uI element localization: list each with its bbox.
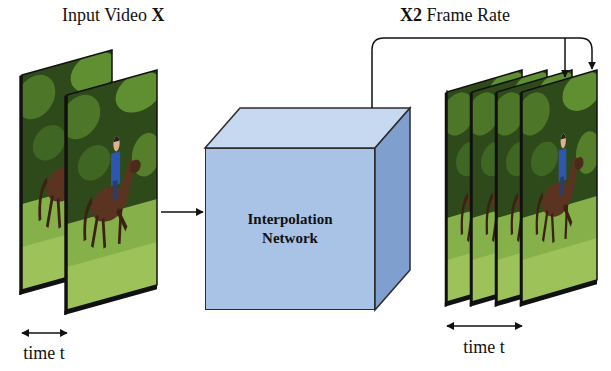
video-frame: [517, 67, 602, 308]
frame-outline: [447, 90, 448, 92]
box-side-face: [375, 108, 410, 310]
output-arrow: [564, 38, 566, 77]
time-label: time t: [23, 342, 65, 364]
output-arrow: [372, 38, 592, 108]
input-arrow: [161, 211, 203, 213]
input-heading: Input Video X: [62, 4, 165, 26]
box-label: Interpolation Network: [234, 210, 346, 248]
time-label: time t: [463, 336, 505, 358]
box-top-face: [205, 108, 410, 148]
time-span-arrow: [22, 332, 67, 334]
output-heading: X2 Frame Rate: [400, 4, 510, 26]
time-span-arrow: [447, 325, 522, 327]
video-frame: [61, 66, 163, 316]
process-box: Interpolation Network: [205, 148, 375, 310]
